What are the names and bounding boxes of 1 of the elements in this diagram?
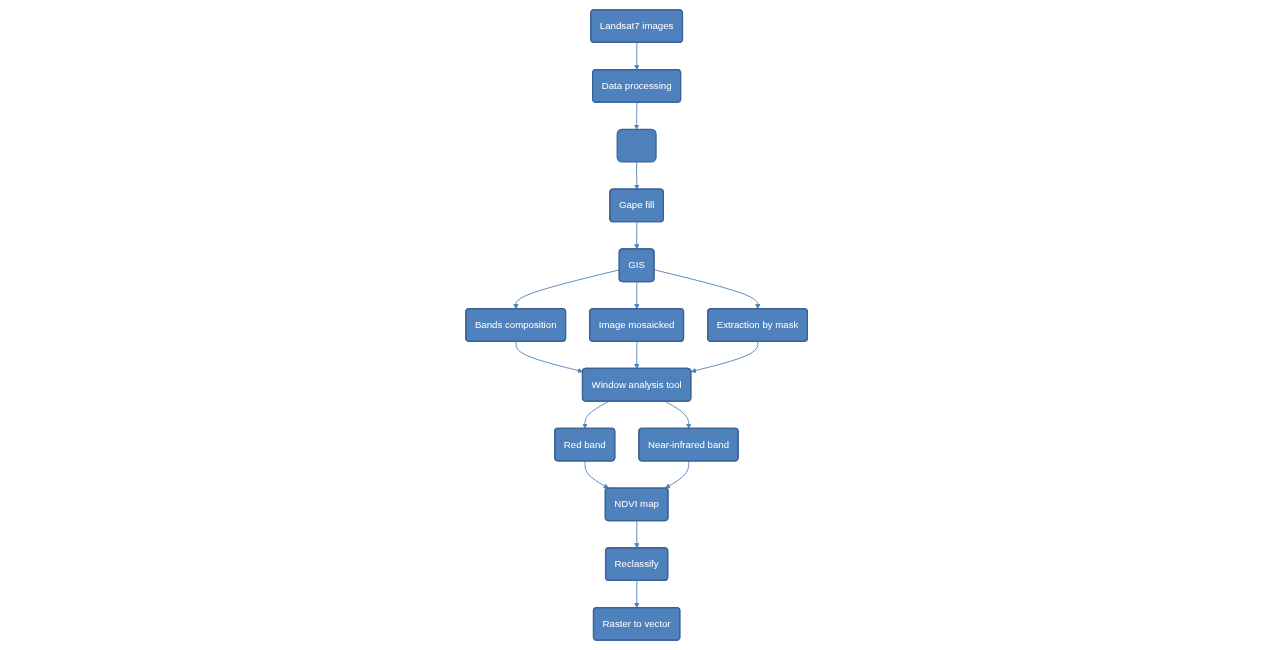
node-box: [616, 128, 657, 163]
